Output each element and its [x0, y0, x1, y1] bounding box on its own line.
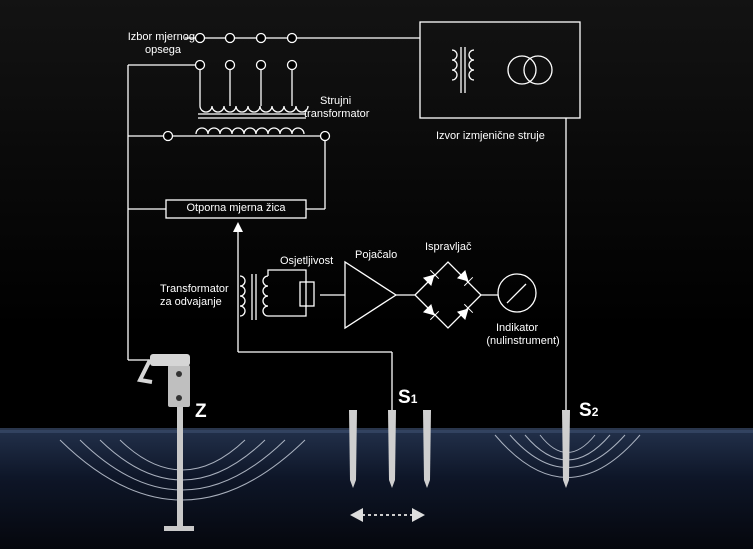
current-transformer-label-line-1: Strujni — [320, 95, 352, 107]
earth-electrode — [137, 354, 194, 531]
ground-surface — [0, 428, 753, 433]
decoupling-primary — [239, 275, 246, 317]
indicator-label: Indikator (nulinstrument) — [480, 322, 566, 348]
ct-primary-coils — [199, 105, 309, 113]
clamp-handle — [137, 359, 153, 384]
range-contact-4[interactable] — [286, 32, 298, 44]
probe-2-letter: S — [579, 400, 592, 421]
rectifier-bridge — [414, 261, 482, 329]
probe-2-label: S2 — [579, 400, 598, 422]
ac-source-box — [419, 21, 581, 119]
probe-1-label: S1 — [398, 387, 417, 409]
amplifier-label: Pojačalo — [355, 249, 398, 261]
probe-move-arrow — [350, 508, 425, 522]
probe-1 — [388, 410, 396, 488]
diode-4 — [456, 303, 474, 321]
probe-1-group — [349, 410, 431, 488]
tap-contact-1 — [194, 59, 206, 71]
range-contact-3[interactable] — [255, 32, 267, 44]
tap-contact-3 — [255, 59, 267, 71]
probe-2-index: 2 — [591, 405, 599, 419]
resistance-wire-label: Otporna mjerna žica — [186, 202, 286, 214]
resistance-wire-box — [165, 199, 307, 219]
current-transformer-label: Strujni transformator — [304, 95, 369, 121]
probe-2 — [562, 410, 570, 488]
earth-electrode-label: Z — [195, 401, 207, 422]
secondary-contact-right — [319, 130, 331, 142]
secondary-contact-left — [162, 130, 174, 142]
probe-1-left — [349, 410, 357, 488]
rectifier-label: Ispravljač — [425, 241, 472, 253]
amplifier-triangle — [344, 260, 398, 330]
sensitivity-potentiometer — [299, 281, 315, 307]
probe-1-index: 1 — [410, 392, 418, 406]
slider-arrow — [233, 222, 243, 232]
source-coil-right — [468, 49, 475, 81]
source-generator-ring-2 — [523, 55, 553, 85]
sensitivity-leads — [267, 269, 307, 317]
range-select-label: Izbor mjernog opsega — [113, 31, 195, 57]
range-contact-1[interactable] — [194, 32, 206, 44]
indicator-needle — [506, 283, 527, 304]
diode-2 — [456, 269, 474, 287]
current-transformer-label-line-2: transformator — [304, 108, 370, 120]
source-coil-left — [451, 49, 458, 81]
range-contact-2[interactable] — [224, 32, 236, 44]
indicator-label-line-1: Indikator — [496, 322, 539, 334]
ct-secondary-coils — [195, 127, 305, 135]
ground-soil — [0, 430, 753, 549]
source-generator-ring-1 — [507, 55, 537, 85]
probe-1-right — [423, 410, 431, 488]
probe-1-letter: S — [398, 387, 411, 408]
ac-source-label: Izvor izmjenične struje — [436, 130, 545, 142]
indicator-dial — [497, 273, 537, 313]
decoupling-transformer-label-line-2: za odvajanje — [160, 296, 222, 308]
decoupling-transformer-label-line-1: Transformator — [160, 283, 229, 295]
decoupling-transformer-label: Transformator za odvajanje — [160, 283, 229, 309]
diode-1 — [422, 269, 440, 287]
decoupling-secondary — [262, 275, 269, 317]
range-select-label-line-1: Izbor mjernog — [127, 31, 195, 43]
range-select-label-line-2: opsega — [144, 44, 182, 56]
tap-contact-2 — [224, 59, 236, 71]
clamp-screw — [150, 354, 190, 366]
tap-contact-4 — [286, 59, 298, 71]
indicator-label-line-2: (nulinstrument) — [486, 335, 560, 347]
sensitivity-label: Osjetljivost — [280, 255, 334, 267]
clamp-body — [168, 365, 190, 407]
diode-3 — [422, 303, 440, 321]
